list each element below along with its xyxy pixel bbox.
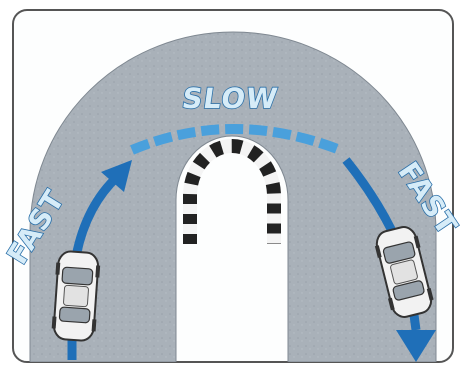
- slow-label: SLOW: [180, 82, 280, 115]
- car-top-view-icon: [51, 251, 101, 342]
